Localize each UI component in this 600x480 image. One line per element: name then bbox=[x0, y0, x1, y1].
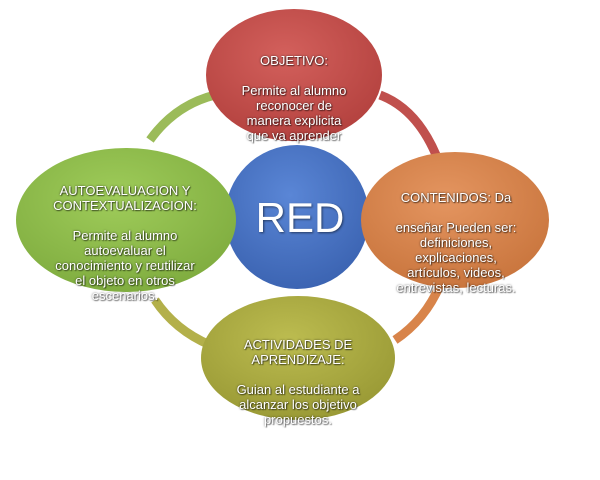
node-actividades bbox=[201, 296, 395, 420]
autoevaluacion-body: Permite al alumno autoevaluar el conocim… bbox=[55, 228, 195, 303]
objetivo-body: Permite al alumno reconocer de manera ex… bbox=[241, 83, 347, 143]
actividades-heading: ACTIVIDADES DE APRENDIZAJE: bbox=[243, 337, 353, 367]
center-circle bbox=[225, 145, 369, 289]
objetivo-text: OBJETIVO: Permite al alumno reconocer de… bbox=[214, 38, 374, 158]
actividades-text: ACTIVIDADES DE APRENDIZAJE: Guian al est… bbox=[210, 322, 386, 442]
node-objetivo bbox=[206, 9, 382, 141]
objetivo-heading: OBJETIVO: bbox=[260, 53, 328, 68]
actividades-body: Guian al estudiante a alcanzar los objet… bbox=[236, 382, 360, 427]
autoevaluacion-heading: AUTOEVALUACION Y CONTEXTUALIZACION: bbox=[53, 183, 197, 213]
contenidos-body: enseñar Pueden ser: definiciones, explic… bbox=[395, 220, 517, 295]
ring-arc-bottom-right bbox=[392, 283, 445, 344]
ring-arc-bottom-left bbox=[151, 297, 212, 350]
contenidos-heading: CONTENIDOS: Da bbox=[400, 190, 512, 205]
node-contenidos bbox=[361, 152, 549, 288]
center-label: RED bbox=[255, 194, 345, 241]
contenidos-text: CONTENIDOS: Da enseñar Pueden ser: defin… bbox=[370, 175, 542, 310]
ring-arc-top-left bbox=[146, 90, 217, 143]
node-autoevaluacion bbox=[16, 148, 236, 292]
autoevaluacion-text: AUTOEVALUACION Y CONTEXTUALIZACION: Perm… bbox=[30, 168, 220, 318]
